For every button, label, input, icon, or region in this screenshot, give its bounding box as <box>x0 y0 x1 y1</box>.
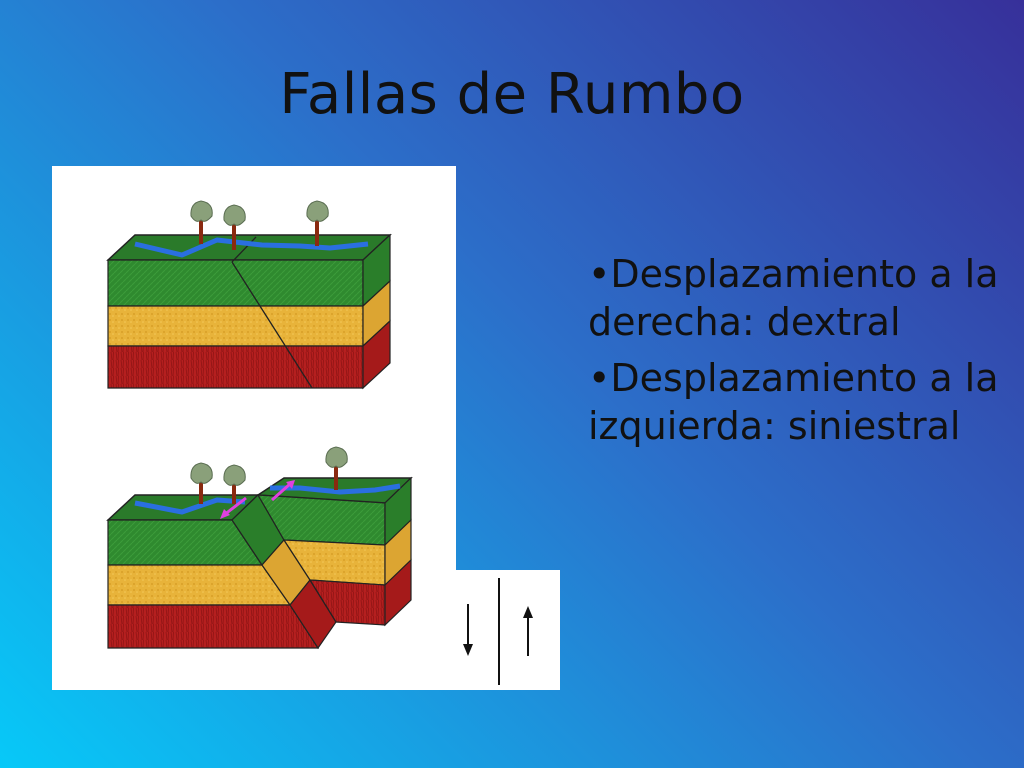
bullet-item-dextral: •Desplazamiento a la derecha: dextral <box>588 250 1008 346</box>
block-diagram-before <box>106 200 392 390</box>
right-side-rock <box>384 558 412 627</box>
tree-icon <box>325 446 348 490</box>
river <box>134 237 369 258</box>
river-left <box>134 497 246 515</box>
block-diagram-after <box>106 446 413 650</box>
tree-icon <box>190 200 213 244</box>
tree-icon <box>190 462 213 504</box>
figure-panel-extension <box>452 570 560 690</box>
rock-layer <box>107 345 364 389</box>
motion-arrow <box>271 480 295 502</box>
down-arrow-icon <box>463 604 473 656</box>
bullet-text: Desplazamiento a la izquierda: siniestra… <box>588 356 999 448</box>
bullet-text: Desplazamiento a la derecha: dextral <box>588 252 999 344</box>
left-sand-layer <box>107 564 292 606</box>
slide-title: Fallas de Rumbo <box>279 62 745 127</box>
bullet-list: •Desplazamiento a la derecha: dextral •D… <box>588 250 1008 458</box>
tree-icon <box>223 464 246 504</box>
bullet-marker: • <box>588 252 611 296</box>
left-rock-layer <box>107 604 320 649</box>
bullet-item-siniestral: •Desplazamiento a la izquierda: siniestr… <box>588 354 1008 450</box>
side-rock <box>362 319 391 390</box>
up-arrow-icon <box>523 606 533 656</box>
fault-line <box>231 236 313 389</box>
tree-icon <box>223 204 246 250</box>
river-right <box>270 483 401 495</box>
fault-symbol <box>463 578 533 685</box>
tree-icon <box>306 200 329 246</box>
sand-layer <box>107 305 364 347</box>
motion-arrow <box>220 496 247 519</box>
bullet-marker: • <box>588 356 611 400</box>
